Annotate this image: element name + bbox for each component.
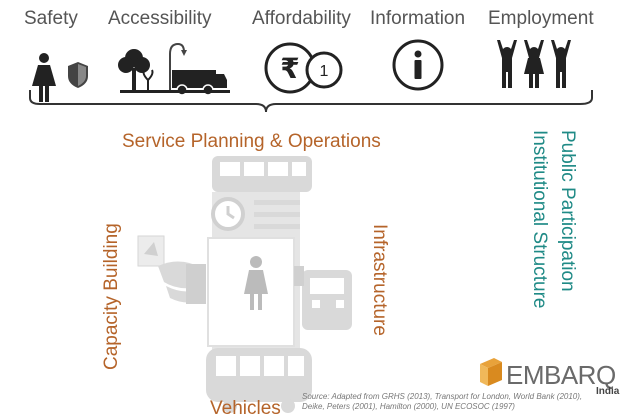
category-safety: Safety [24,8,78,29]
category-employment: Employment [488,8,594,29]
embarq-logo-icon [480,358,502,386]
category-information: Information [370,8,466,29]
institutional-structure-label: Institutional Structure [529,130,550,309]
woman-shield-icon [32,53,88,102]
embarq-logo-text: EMBARQ [506,360,616,390]
service-planning-label: Service Planning & Operations [122,131,381,152]
rupee-coin-icon: ₹ 1 [264,42,343,94]
category-accessibility: Accessibility [108,8,212,29]
grouping-brace [29,90,593,113]
public-participation-label: Public Participation [557,130,578,292]
center-illustration [137,156,352,413]
category-affordability: Affordability [252,8,351,29]
workers-icon [497,40,571,88]
coin-text: 1 [320,63,329,80]
source-citation: Source: Adapted from GRHS (2013), Transp… [302,392,583,411]
capacity-building-label: Capacity Building [101,223,122,370]
vehicles-label: Vehicles [210,398,281,419]
infrastructure-label: Infrastructure [369,224,390,336]
embarq-logo-sub: India [596,386,620,397]
tree-truck-icon [118,42,230,96]
info-icon [392,39,444,91]
svg-text:₹: ₹ [280,52,299,85]
